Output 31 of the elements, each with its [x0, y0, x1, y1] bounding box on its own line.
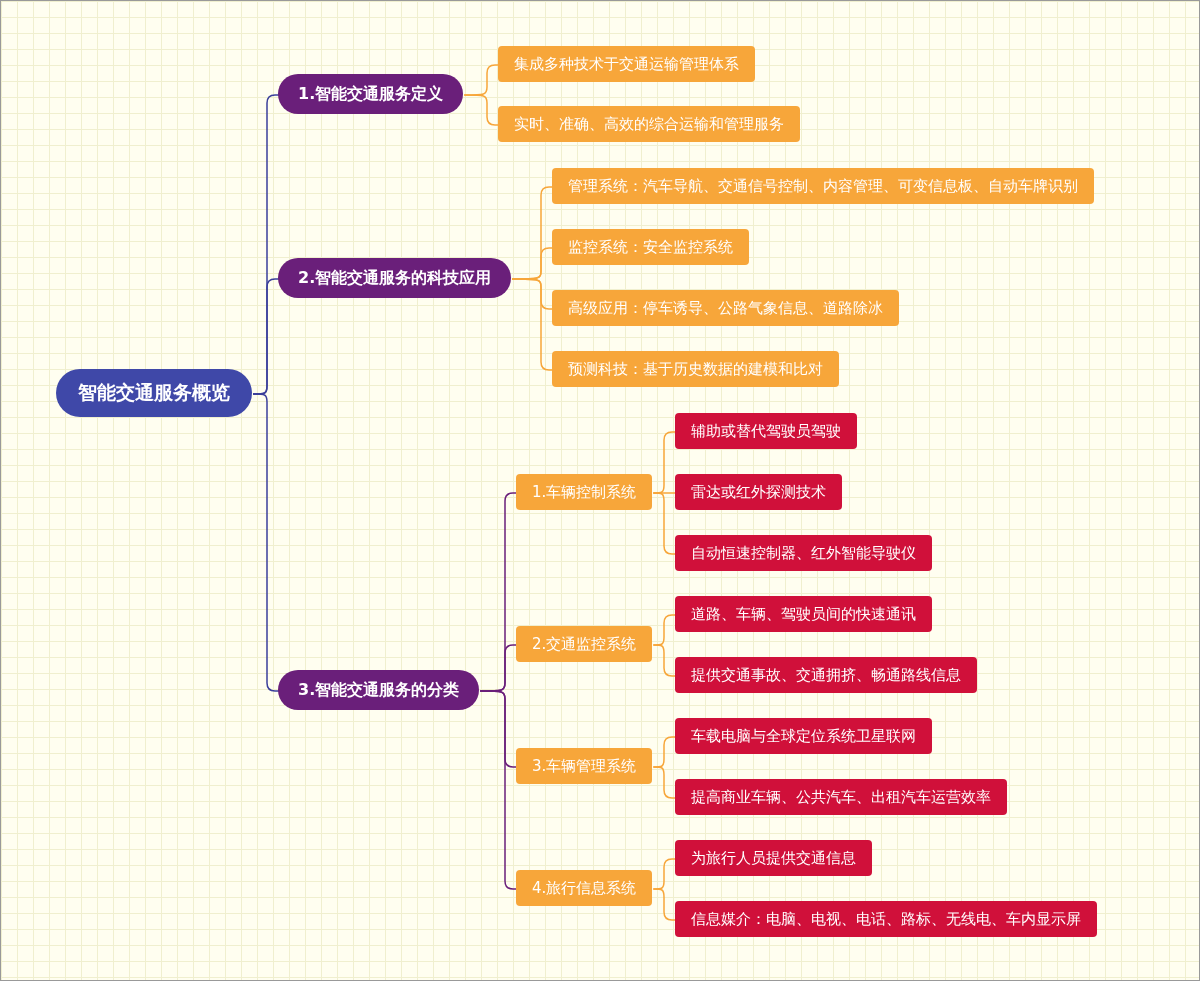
connector — [252, 393, 280, 692]
subtopic: 高级应用：停车诱导、公路气象信息、道路除冰 — [552, 290, 899, 326]
subtopic: 实时、准确、高效的综合运输和管理服务 — [498, 106, 800, 142]
detail-topic: 辅助或替代驾驶员驾驶 — [675, 413, 857, 449]
subtopic: 3.车辆管理系统 — [516, 748, 653, 784]
detail-topic: 车载电脑与全球定位系统卫星联网 — [675, 718, 932, 754]
detail-topic: 提供交通事故、交通拥挤、畅通路线信息 — [675, 657, 977, 693]
subtopic: 预测科技：基于历史数据的建模和比对 — [552, 351, 839, 387]
main-topic: 2.智能交通服务的科技应用 — [278, 258, 512, 298]
subtopic: 2.交通监控系统 — [516, 626, 653, 662]
subtopic: 1.车辆控制系统 — [516, 474, 653, 510]
connector — [652, 766, 677, 799]
subtopic: 集成多种技术于交通运输管理体系 — [498, 46, 755, 82]
subtopic: 监控系统：安全监控系统 — [552, 229, 749, 265]
connector — [479, 690, 518, 890]
main-topic: 1.智能交通服务定义 — [278, 74, 464, 114]
connector — [463, 94, 500, 126]
connector — [511, 278, 554, 371]
detail-topic: 道路、车辆、驾驶员间的快速通讯 — [675, 596, 932, 632]
subtopic: 4.旅行信息系统 — [516, 870, 653, 906]
detail-topic: 为旅行人员提供交通信息 — [675, 840, 872, 876]
main-topic: 3.智能交通服务的分类 — [278, 670, 480, 710]
connector — [652, 492, 677, 555]
root-topic: 智能交通服务概览 — [56, 369, 252, 417]
connector — [652, 888, 677, 921]
connector — [652, 644, 677, 677]
detail-topic: 信息媒介：电脑、电视、电话、路标、无线电、车内显示屏 — [675, 901, 1097, 937]
detail-topic: 雷达或红外探测技术 — [675, 474, 842, 510]
subtopic: 管理系统：汽车导航、交通信号控制、内容管理、可变信息板、自动车牌识别 — [552, 168, 1094, 204]
detail-topic: 自动恒速控制器、红外智能导驶仪 — [675, 535, 932, 571]
detail-topic: 提高商业车辆、公共汽车、出租汽车运营效率 — [675, 779, 1007, 815]
